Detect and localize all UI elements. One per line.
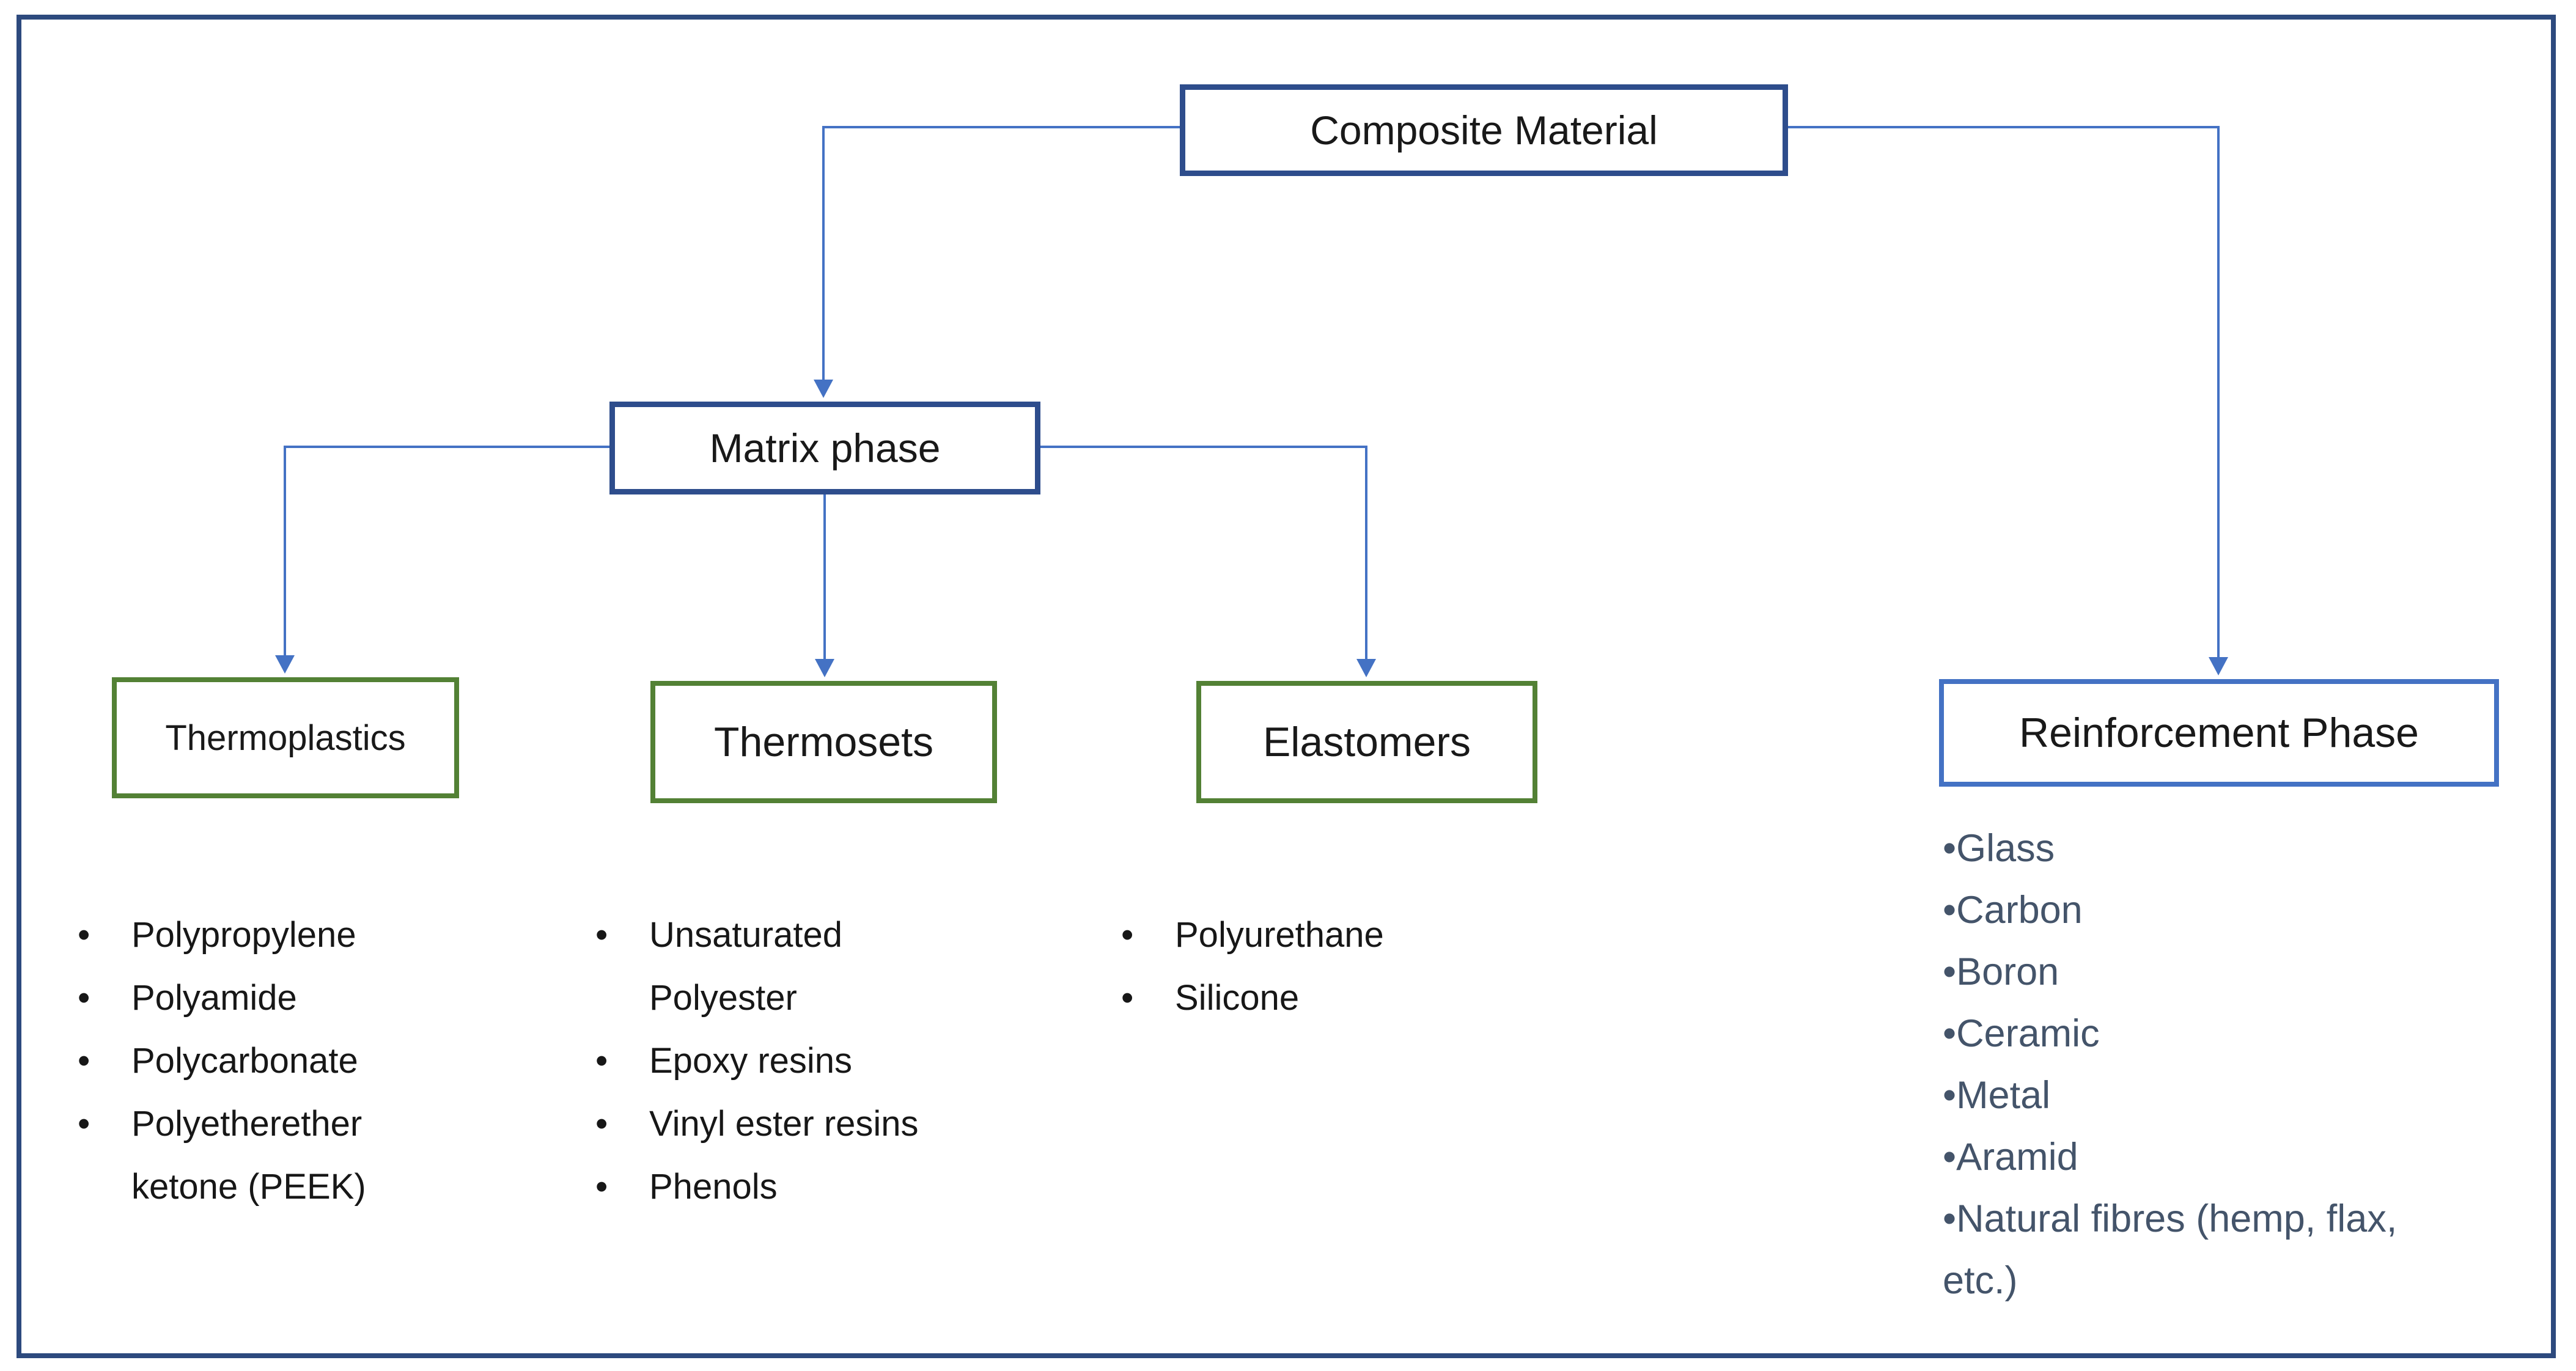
list-item: Glass bbox=[1943, 818, 2456, 880]
node-thermoplastics: Thermoplastics bbox=[112, 677, 459, 798]
list-item: Metal bbox=[1943, 1065, 2456, 1127]
node-label: Thermosets bbox=[714, 719, 933, 765]
list-item: Natural fibres (hemp, flax, etc.) bbox=[1943, 1188, 2456, 1312]
thermosets-list: Unsaturated PolyesterEpoxy resinsVinyl e… bbox=[582, 903, 976, 1218]
connector-line bbox=[822, 126, 825, 380]
list-item: Epoxy resins bbox=[582, 1029, 976, 1092]
node-label: Thermoplastics bbox=[165, 718, 406, 758]
list-item: Polyurethane bbox=[1108, 903, 1536, 966]
arrow-down-icon bbox=[815, 659, 834, 677]
node-thermosets: Thermosets bbox=[650, 681, 997, 803]
arrow-down-icon bbox=[1356, 659, 1376, 677]
list-item: Silicone bbox=[1108, 966, 1536, 1029]
node-label: Matrix phase bbox=[709, 425, 941, 471]
list-item: Ceramic bbox=[1943, 1003, 2456, 1065]
list-item: Polycarbonate bbox=[64, 1029, 449, 1092]
list-item: Aramid bbox=[1943, 1127, 2456, 1188]
connector-line bbox=[285, 446, 609, 448]
node-label: Elastomers bbox=[1262, 719, 1471, 765]
list-item: Polypropylene bbox=[64, 903, 449, 966]
arrow-down-icon bbox=[814, 380, 833, 398]
connector-line bbox=[825, 126, 1180, 128]
elastomers-list: PolyurethaneSilicone bbox=[1108, 903, 1536, 1029]
list-item: Boron bbox=[1943, 941, 2456, 1003]
list-item: Polyamide bbox=[64, 966, 449, 1029]
node-elastomers: Elastomers bbox=[1196, 681, 1537, 803]
connector-line bbox=[1365, 446, 1367, 659]
connector-line bbox=[1040, 446, 1367, 448]
list-item: Vinyl ester resins bbox=[582, 1092, 976, 1155]
arrow-down-icon bbox=[275, 655, 295, 674]
connector-line bbox=[2217, 126, 2220, 657]
arrow-down-icon bbox=[2209, 657, 2228, 675]
connector-line bbox=[823, 494, 826, 659]
node-label: Reinforcement Phase bbox=[2019, 710, 2419, 756]
node-composite-material: Composite Material bbox=[1180, 84, 1788, 176]
connector-line bbox=[284, 446, 286, 655]
list-item: Phenols bbox=[582, 1155, 976, 1218]
node-matrix-phase: Matrix phase bbox=[609, 402, 1040, 494]
thermoplastics-list: PolypropylenePolyamidePolycarbonatePolye… bbox=[64, 903, 449, 1218]
reinforcement-list: GlassCarbonBoronCeramicMetalAramidNatura… bbox=[1943, 818, 2456, 1312]
node-label: Composite Material bbox=[1310, 108, 1658, 153]
list-item: Polyetherether ketone (PEEK) bbox=[64, 1092, 449, 1218]
list-item: Unsaturated Polyester bbox=[582, 903, 976, 1029]
node-reinforcement-phase: Reinforcement Phase bbox=[1939, 679, 2499, 787]
list-item: Carbon bbox=[1943, 880, 2456, 941]
connector-line bbox=[1788, 126, 2220, 128]
